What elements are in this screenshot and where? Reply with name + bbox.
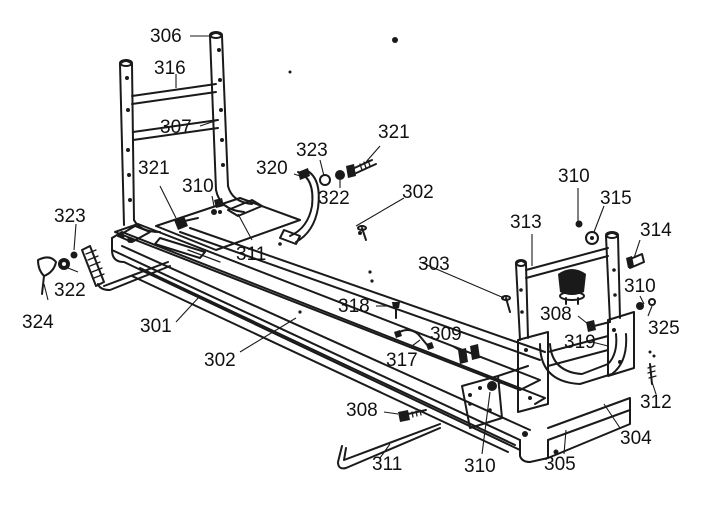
- loose-parts: [288, 37, 441, 470]
- callout-301: 301: [140, 316, 172, 337]
- callout-310: 310: [624, 276, 656, 297]
- left-back-frame: [119, 31, 301, 251]
- callout-323: 323: [54, 206, 86, 227]
- callout-312: 312: [640, 392, 672, 413]
- callout-323: 323: [296, 140, 328, 161]
- callout-314: 314: [640, 220, 672, 241]
- callout-321: 321: [138, 158, 170, 179]
- callout-315: 315: [600, 188, 632, 209]
- callout-322: 322: [318, 188, 350, 209]
- callout-310: 310: [464, 456, 496, 477]
- left-hardware: [37, 245, 171, 295]
- callout-302: 302: [204, 350, 236, 371]
- top-fasteners: [174, 159, 511, 313]
- base-frame: [111, 223, 631, 463]
- callout-311: 311: [372, 454, 402, 475]
- callout-305: 305: [544, 454, 576, 475]
- callout-311: 311: [236, 244, 266, 265]
- callout-308: 308: [540, 304, 572, 325]
- part-320-arm: [279, 168, 320, 245]
- callout-308: 308: [346, 400, 378, 421]
- callout-317: 317: [386, 350, 418, 371]
- right-frame: [515, 231, 635, 413]
- callout-319: 319: [564, 332, 596, 353]
- callout-302: 302: [402, 182, 434, 203]
- callout-310: 310: [182, 176, 214, 197]
- callout-324: 324: [22, 312, 54, 333]
- callout-325: 325: [648, 318, 680, 339]
- right-hardware: [586, 253, 657, 385]
- callout-320: 320: [256, 158, 288, 179]
- callout-318: 318: [338, 296, 370, 317]
- callout-316: 316: [154, 58, 186, 79]
- callout-310: 310: [558, 166, 590, 187]
- callout-303: 303: [418, 254, 450, 275]
- callout-labels: 306 316 307 323 321 321 310 320 322 302 …: [22, 26, 680, 477]
- callout-306: 306: [150, 26, 182, 47]
- center-hardware: [392, 302, 529, 429]
- callout-307: 307: [160, 117, 192, 138]
- callout-304: 304: [620, 428, 652, 449]
- callout-321: 321: [378, 122, 410, 143]
- part-315-knob: [558, 220, 599, 305]
- callout-322: 322: [54, 280, 86, 301]
- callout-313: 313: [510, 212, 542, 233]
- leader-lines: [43, 35, 657, 459]
- callout-309: 309: [430, 324, 462, 345]
